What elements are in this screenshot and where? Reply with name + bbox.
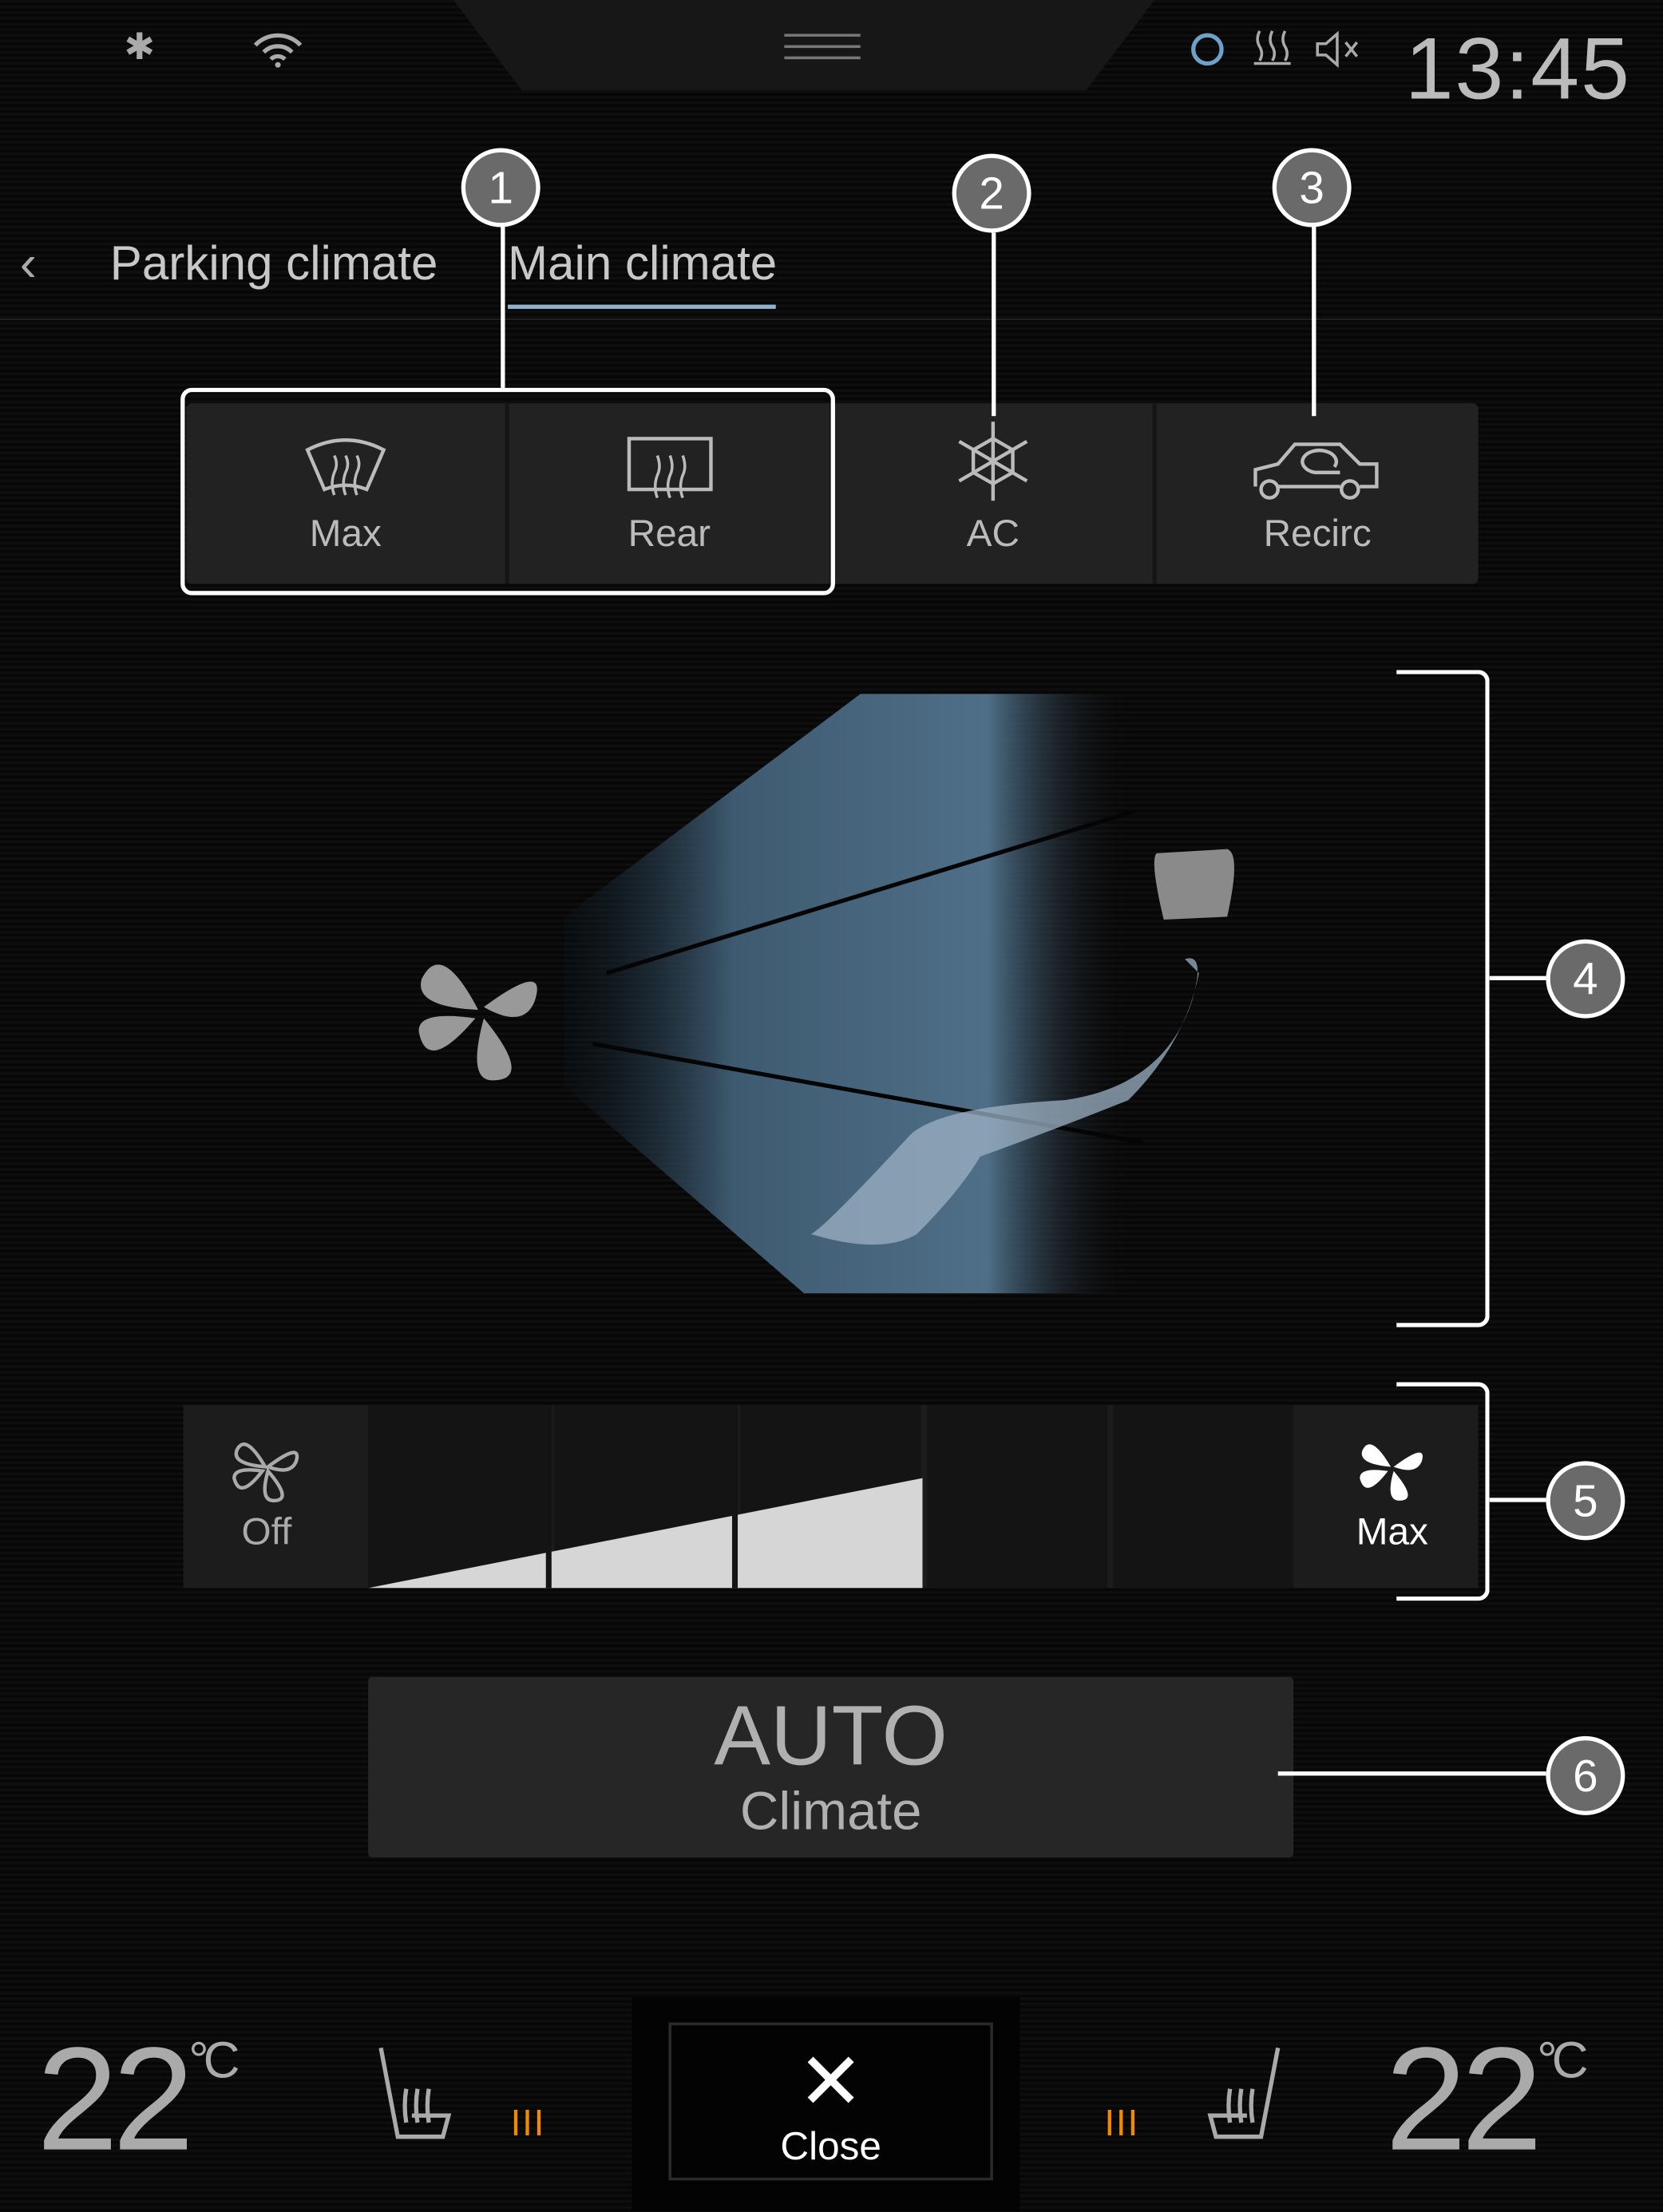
callout-line xyxy=(1312,225,1317,417)
fan-level-fill xyxy=(368,1404,923,1589)
fan-level-5[interactable] xyxy=(1113,1404,1294,1589)
close-area xyxy=(632,1996,1020,2212)
rear-defrost-icon xyxy=(626,437,712,499)
auto-climate-button[interactable]: AUTO Climate xyxy=(368,1676,1294,1858)
right-seat-heat-level: III xyxy=(1104,2101,1139,2144)
left-seat-heat-level: III xyxy=(510,2101,546,2144)
fan-max-button[interactable]: Max xyxy=(1309,1405,1475,1589)
callout-5: 5 xyxy=(1546,1461,1625,1541)
fan-level-1[interactable] xyxy=(368,1404,549,1589)
callout-1-box xyxy=(180,387,835,596)
fan-max-icon xyxy=(1360,1444,1423,1501)
right-temp-unit: °C xyxy=(1537,2031,1588,2089)
auto-title: AUTO xyxy=(714,1688,948,1783)
callout-line xyxy=(1277,1771,1546,1776)
top-handle[interactable] xyxy=(451,0,1157,91)
ac-button[interactable]: AC xyxy=(833,403,1157,584)
wifi-icon xyxy=(253,33,303,68)
seat-icon xyxy=(810,958,1199,1245)
fan-level-4[interactable] xyxy=(926,1404,1107,1589)
callout-6: 6 xyxy=(1546,1735,1625,1815)
fan-off-icon xyxy=(232,1442,299,1503)
callout-line xyxy=(992,232,996,417)
callout-5-bracket xyxy=(1396,1382,1490,1601)
heated-seat-status-icon xyxy=(1253,30,1291,65)
callout-3: 3 xyxy=(1272,148,1352,228)
active-tab-indicator xyxy=(508,304,776,309)
back-chevron-icon[interactable]: ‹ xyxy=(19,234,37,292)
bluetooth-icon: ✱ xyxy=(124,25,155,68)
right-temperature[interactable]: 22°C xyxy=(1384,2017,1589,2185)
windshield-defrost-icon xyxy=(305,438,386,496)
callout-2: 2 xyxy=(952,153,1031,233)
right-seat-heat-icon[interactable] xyxy=(1170,2045,1283,2151)
tab-main-climate[interactable]: Main climate xyxy=(508,236,778,291)
fan-off-label: Off xyxy=(241,1510,292,1553)
callout-line xyxy=(501,225,505,388)
fan-off-button[interactable]: Off xyxy=(184,1405,350,1589)
callout-1: 1 xyxy=(461,148,540,228)
left-seat-heat-icon[interactable] xyxy=(375,2045,488,2151)
ac-label: AC xyxy=(966,512,1020,555)
sync-icon xyxy=(1191,33,1224,66)
fan-max-label: Max xyxy=(1356,1510,1428,1553)
headrest-icon xyxy=(1154,849,1234,920)
recirc-label: Recirc xyxy=(1263,512,1372,555)
divider xyxy=(0,319,1663,321)
callout-line xyxy=(1489,975,1546,980)
right-temp-value: 22 xyxy=(1384,2018,1542,2182)
max-defrost-label: Max xyxy=(309,512,382,555)
airflow-illustration[interactable] xyxy=(395,677,1298,1312)
tab-parking-climate[interactable]: Parking climate xyxy=(109,236,438,291)
clock: 13:45 xyxy=(1404,21,1631,119)
snowflake-icon xyxy=(958,421,1028,501)
recirc-button[interactable]: Recirc xyxy=(1157,403,1479,584)
recirculation-icon xyxy=(1253,442,1379,500)
rear-defrost-label: Rear xyxy=(628,512,711,555)
fan-icon xyxy=(418,964,537,1081)
callout-line xyxy=(1489,1498,1546,1502)
menu-handle-icon[interactable] xyxy=(784,34,861,67)
left-temperature[interactable]: 22°C xyxy=(36,2017,240,2185)
left-temp-value: 22 xyxy=(36,2018,194,2182)
close-icon: ✕ xyxy=(798,2036,865,2126)
close-label: Close xyxy=(780,2123,881,2168)
mute-icon xyxy=(1316,30,1359,68)
left-temp-unit: °C xyxy=(188,2031,240,2089)
auto-subtitle: Climate xyxy=(739,1783,922,1842)
close-button[interactable]: ✕ Close xyxy=(668,2022,993,2181)
callout-4-bracket xyxy=(1396,670,1490,1328)
fan-speed-control: Off Max xyxy=(183,1404,1479,1589)
callout-4: 4 xyxy=(1546,939,1625,1019)
max-defrost-button[interactable]: Max xyxy=(186,403,509,584)
